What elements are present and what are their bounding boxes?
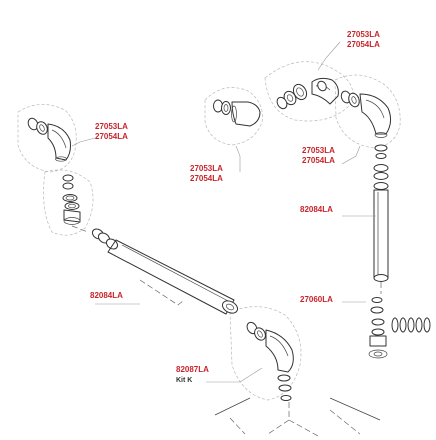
left-diagonal-pipe	[91, 228, 239, 315]
label-mid-b: 27054LA	[190, 174, 223, 183]
left-seal-stack	[62, 174, 81, 225]
label-left-pipe: 82084LA	[90, 291, 123, 300]
right-kit-stack	[368, 297, 431, 359]
label-right-b: 27054LA	[302, 156, 335, 165]
right-vertical-pipe	[373, 144, 389, 282]
bottom-elbow-group	[246, 321, 294, 401]
top-right-elbow-group	[340, 90, 392, 138]
label-right-kit: 27060LA	[300, 295, 333, 304]
zone-outlines	[17, 61, 401, 401]
leader-lines	[71, 41, 376, 383]
label-right-pipe: 82084LA	[300, 205, 333, 214]
label-left-b: 27054LA	[95, 132, 128, 141]
label-top-right-b: 27054LA	[347, 40, 380, 49]
label-left-a: 27053LA	[95, 122, 128, 131]
top-elbow-group	[276, 77, 339, 110]
assembly-guides	[71, 225, 382, 437]
label-bottom-kit: Kit K	[176, 377, 192, 384]
label-right-a: 27053LA	[302, 146, 335, 155]
middle-elbow-group	[213, 99, 261, 127]
label-bottom-code: 82087LA	[176, 365, 209, 374]
label-mid-a: 27053LA	[190, 164, 223, 173]
left-elbow-group	[27, 117, 71, 162]
part-labels: 27053LA 27054LA 27053LA 27054LA 27053LA …	[90, 30, 380, 384]
label-top-right-a: 27053LA	[347, 30, 380, 39]
